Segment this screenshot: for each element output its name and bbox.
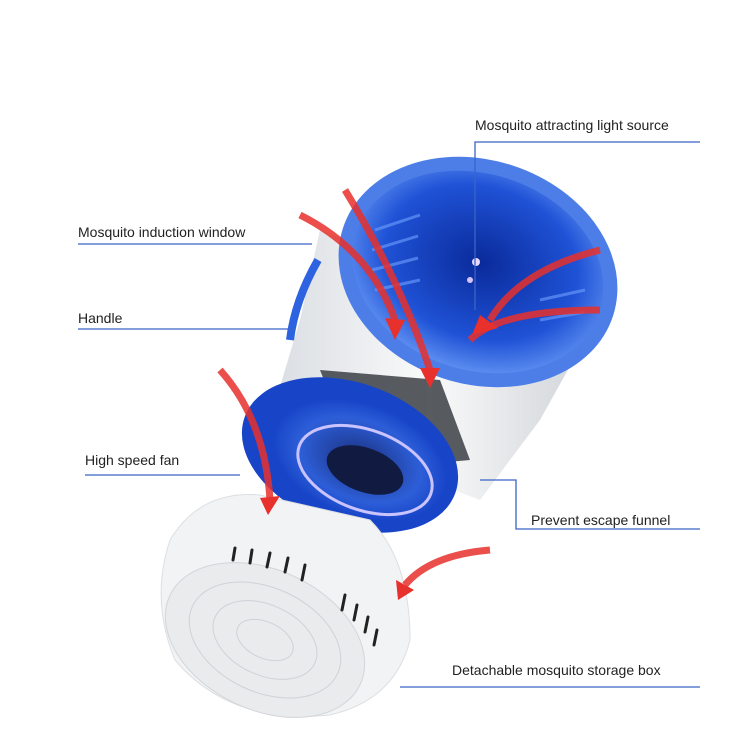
arrow-icon <box>486 246 601 322</box>
label-high-speed-fan: High speed fan <box>85 452 180 468</box>
label-prevent-escape-funnel: Prevent escape funnel <box>531 512 671 528</box>
arrow-icon <box>298 211 399 322</box>
high-speed-fan <box>241 377 459 533</box>
uv-light-icon <box>472 258 480 266</box>
arrow-icon <box>342 188 434 372</box>
label-light-source: Mosquito attracting light source <box>475 117 669 133</box>
label-handle: Handle <box>78 310 123 326</box>
label-induction-window: Mosquito induction window <box>78 224 246 240</box>
label-storage-box: Detachable mosquito storage box <box>452 662 661 678</box>
arrow-icon <box>402 546 491 588</box>
leader-line-light-source <box>474 141 700 310</box>
airflow-arrows <box>217 188 601 588</box>
arrow-icon <box>467 306 601 343</box>
leader-line-funnel <box>480 479 700 530</box>
arrow-icon <box>217 367 274 501</box>
leader-lines <box>78 141 700 688</box>
handle-part <box>286 258 322 341</box>
storage-box <box>160 494 411 718</box>
